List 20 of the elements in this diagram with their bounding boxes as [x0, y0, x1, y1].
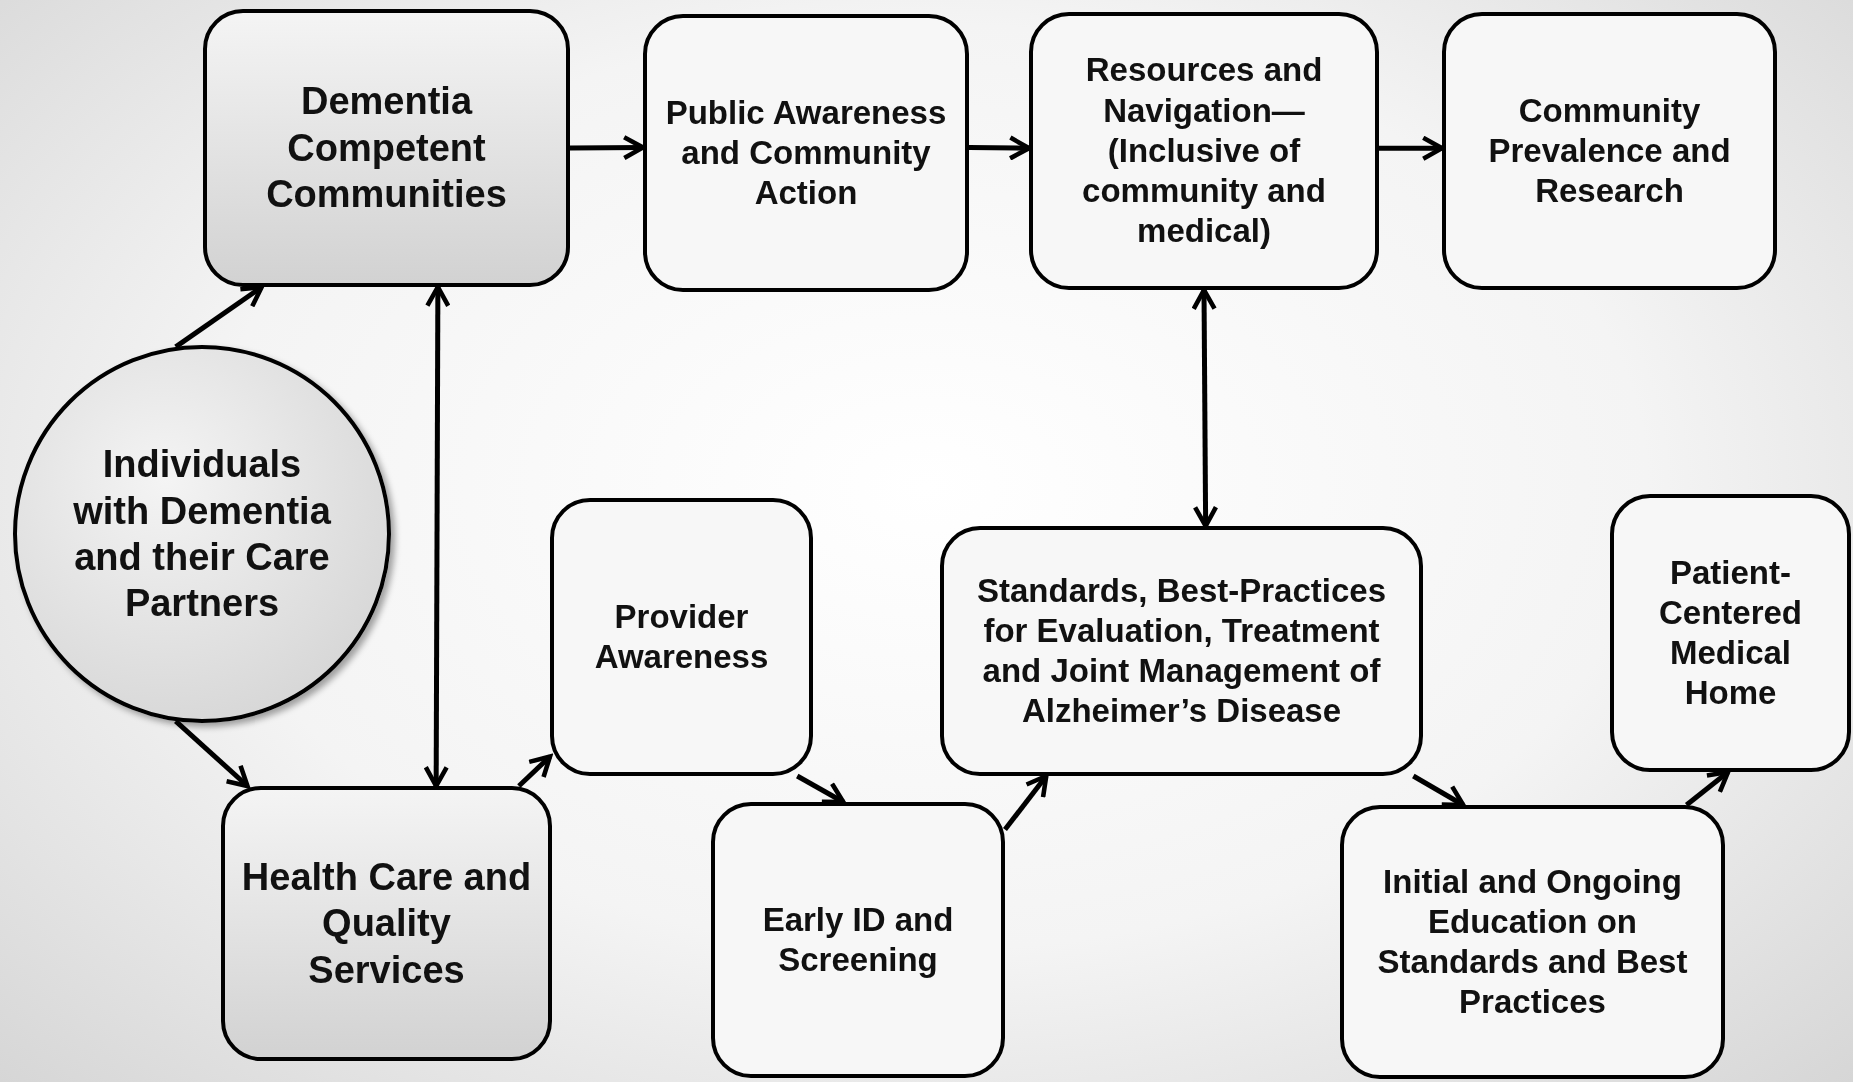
stakeholder-circle: Individuals with Dementia and their Care Partners	[13, 345, 391, 723]
process-box: Resources and Navigation—(Inclusive of community and medical)	[1029, 12, 1379, 290]
process-box: Standards, Best-Practices for Evaluation, Treatment and Joint Management of Alzheimer’s Disease	[940, 526, 1423, 776]
arrow	[517, 754, 553, 788]
process-box: Public Awareness and Community Action	[643, 14, 969, 292]
process-box: Patient-Centered Medical Home	[1610, 494, 1851, 772]
process-box: Community Prevalence and Research	[1442, 12, 1777, 290]
process-box: Early ID and Screening	[711, 802, 1005, 1078]
arrow	[423, 284, 451, 789]
process-box: Health Care and Quality Services	[221, 786, 552, 1061]
process-box: Dementia Competent Communities	[203, 9, 570, 287]
arrow	[1003, 773, 1049, 832]
arrow	[796, 773, 846, 805]
arrow	[1412, 773, 1466, 808]
process-box: Provider Awareness	[550, 498, 813, 776]
arrow	[174, 284, 264, 349]
arrow	[1191, 287, 1219, 529]
arrow	[174, 719, 250, 789]
process-box: Initial and Ongoing Education on Standards and Best Practices	[1340, 805, 1725, 1079]
arrow	[1684, 769, 1731, 807]
